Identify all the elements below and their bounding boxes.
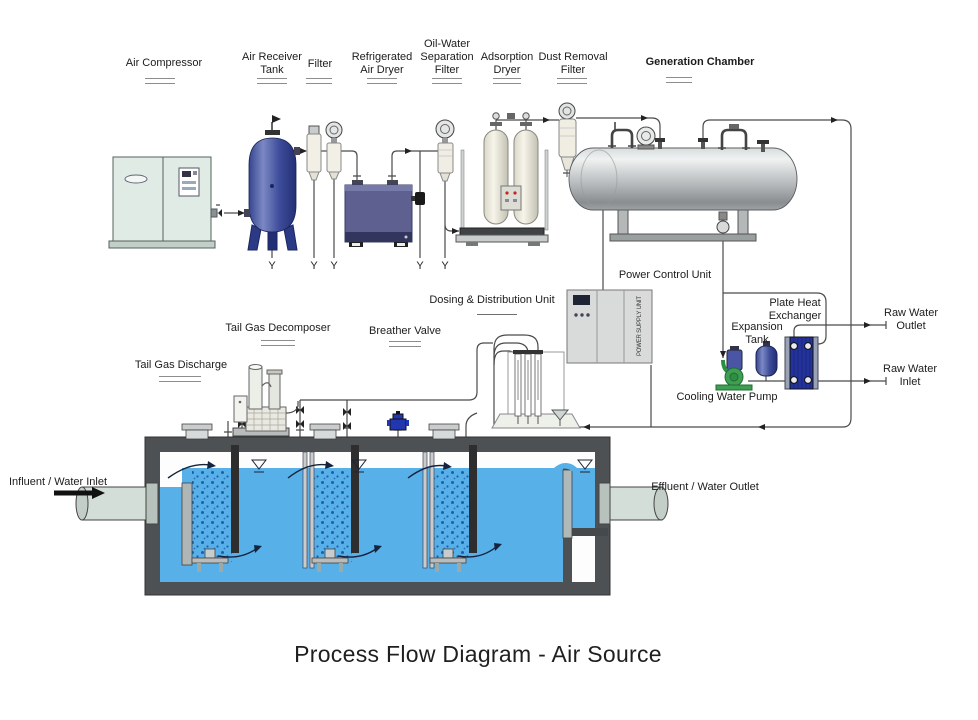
plate-heat-exchanger	[784, 336, 819, 390]
label-generation-chamber: Generation Chamber	[645, 56, 755, 68]
diffuser-cell-2	[311, 548, 349, 572]
drain-point-1: Y	[268, 260, 276, 272]
underline-generation-chamber	[666, 77, 692, 83]
underline-adsorption-dryer	[493, 78, 521, 84]
air-compressor	[108, 156, 218, 249]
label-air-receiver-tank: Air Receiver Tank	[242, 51, 302, 77]
water-treatment-tank	[144, 409, 611, 596]
label-plate-heat-exchanger: Plate Heat Exchanger	[768, 297, 822, 323]
label-tail-gas-discharge: Tail Gas Discharge	[134, 359, 228, 371]
power-control-unit: POWER SUPPLY UNIT	[566, 289, 653, 364]
label-tail-gas-decomposer: Tail Gas Decomposer	[225, 322, 331, 334]
diagram-title: Process Flow Diagram - Air Source	[294, 641, 662, 667]
underline-dosing-distribution-unit	[477, 314, 517, 315]
adsorption-dryer	[455, 112, 549, 246]
underline-breather-valve	[389, 341, 421, 347]
influent-arrow	[54, 487, 105, 499]
drain-point-2: Y	[310, 260, 318, 272]
generation-chamber	[568, 122, 798, 242]
label-breather-valve: Breather Valve	[369, 325, 441, 337]
label-raw-water-inlet: Raw Water Inlet	[883, 363, 937, 389]
underline-air-receiver-tank	[257, 78, 287, 84]
drain-point-4: Y	[416, 260, 424, 272]
dosing-distribution-unit	[491, 350, 581, 429]
cooling-water-pump	[715, 346, 753, 391]
label-raw-water-outlet: Raw Water Outlet	[884, 307, 938, 333]
label-cooling-water-pump: Cooling Water Pump	[676, 391, 778, 403]
underline-tail-gas-discharge	[159, 376, 201, 382]
inline-filter-1	[306, 125, 322, 181]
inline-filter-2	[325, 121, 343, 180]
label-oil-water-separation-filter: Oil-Water Separation Filter	[420, 38, 474, 77]
expansion-tank	[755, 341, 778, 377]
label-influent: Influent / Water Inlet	[8, 476, 108, 488]
label-filter: Filter	[307, 58, 333, 70]
dew-point-sensor	[411, 192, 425, 205]
label-adsorption-dryer: Adsorption Dryer	[480, 51, 534, 77]
label-dosing-distribution-unit: Dosing & Distribution Unit	[429, 294, 555, 306]
underline-air-compressor	[145, 78, 175, 84]
drain-point-3: Y	[330, 260, 338, 272]
label-refrigerated-air-dryer: Refrigerated Air Dryer	[351, 51, 413, 77]
label-expansion-tank: Expansion Tank	[731, 321, 783, 347]
underline-filter	[306, 78, 332, 84]
power-supply-unit-text: POWER SUPPLY UNIT	[637, 296, 643, 356]
diffuser-cell-1	[191, 548, 229, 572]
underline-oil-water-separation-filter	[432, 78, 462, 84]
tank-top-ports	[181, 423, 460, 440]
air-receiver-tank	[244, 115, 300, 251]
effluent-pipe	[598, 482, 669, 525]
diffuser-cell-3	[429, 548, 467, 572]
label-effluent: Effluent / Water Outlet	[651, 481, 759, 493]
label-power-control-unit: Power Control Unit	[618, 269, 712, 281]
tail-gas-decomposer	[232, 364, 299, 437]
underline-dust-removal-filter	[557, 78, 587, 84]
oil-water-separation-filter	[435, 119, 455, 182]
drain-point-5: Y	[441, 260, 449, 272]
breather-valve	[387, 411, 409, 437]
refrigerated-air-dryer	[344, 180, 413, 247]
underline-refrigerated-air-dryer	[367, 78, 397, 84]
label-dust-removal-filter: Dust Removal Filter	[538, 51, 608, 77]
underline-tail-gas-decomposer	[261, 340, 295, 346]
label-air-compressor: Air Compressor	[125, 57, 203, 69]
